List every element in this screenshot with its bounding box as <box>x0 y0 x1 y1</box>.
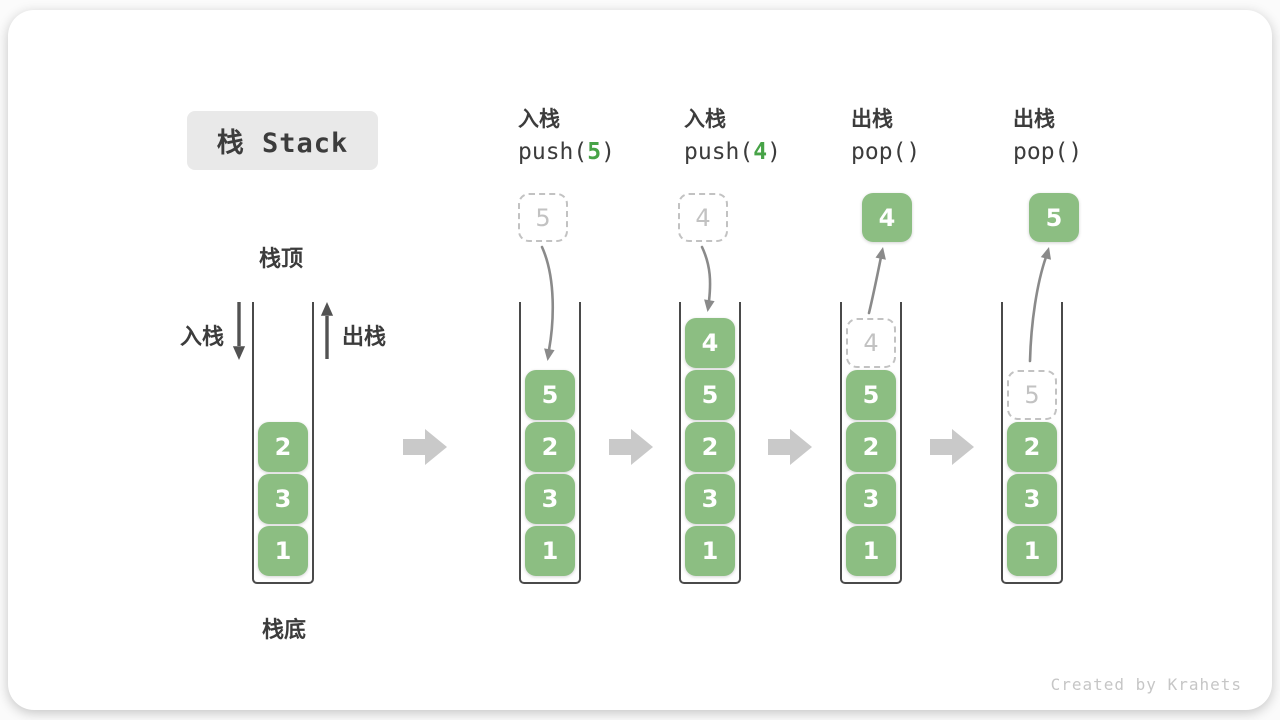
operation-label: 出栈 <box>1013 108 1055 131</box>
stack-cell: 1 <box>258 526 308 576</box>
operation-code-suffix: ) <box>767 139 781 165</box>
pop-direction-label: 出栈 <box>342 324 387 349</box>
stack-cell: 5 <box>525 370 575 420</box>
operation-code: pop() <box>1013 139 1082 165</box>
stack-container <box>252 302 314 584</box>
stack-cell: 2 <box>525 422 575 472</box>
operation-code-prefix: pop() <box>851 139 921 165</box>
watermark: Created by Krahets <box>1050 675 1242 694</box>
stack-cell: 2 <box>685 422 735 472</box>
popped-value-box: 5 <box>1029 193 1079 242</box>
operation-code-prefix: push( <box>518 139 588 165</box>
stack-container <box>840 302 902 584</box>
stack-container <box>519 302 581 584</box>
operation-code: pop() <box>851 139 920 165</box>
stack-cell: 3 <box>685 474 735 524</box>
operation-code: push(4) <box>684 139 781 165</box>
stack-cell: 1 <box>1007 526 1057 576</box>
stack-cell: 2 <box>258 422 308 472</box>
pushed-value-box: 5 <box>518 193 568 242</box>
operation-code-suffix: ) <box>601 139 615 165</box>
stack-cell: 3 <box>525 474 575 524</box>
stack-cell: 2 <box>846 422 896 472</box>
operation-label: 入栈 <box>518 108 560 131</box>
stack-cell: 1 <box>846 526 896 576</box>
push-direction-label: 入栈 <box>179 324 224 349</box>
stack-cell: 1 <box>525 526 575 576</box>
operation-code-arg: 5 <box>587 139 602 165</box>
stack-cell: 3 <box>258 474 308 524</box>
operation-code-prefix: push( <box>684 139 754 165</box>
operation-code-prefix: pop() <box>1013 139 1083 165</box>
popped-value-box: 4 <box>862 193 912 242</box>
pushed-value-box: 4 <box>678 193 728 242</box>
stack-cell: 1 <box>685 526 735 576</box>
stack-cell: 4 <box>685 318 735 368</box>
stack-cell: 3 <box>1007 474 1057 524</box>
stack-cell: 5 <box>846 370 896 420</box>
page-title: 栈 Stack <box>216 128 349 159</box>
stack-cell: 5 <box>685 370 735 420</box>
stack-cell: 3 <box>846 474 896 524</box>
operation-code-arg: 4 <box>753 139 768 165</box>
stack-cell: 2 <box>1007 422 1057 472</box>
stack-container <box>679 302 741 584</box>
stack-bottom-label: 栈底 <box>261 617 306 642</box>
stack-top-label: 栈顶 <box>258 246 303 271</box>
operation-label: 入栈 <box>684 108 726 131</box>
stack-container <box>1001 302 1063 584</box>
operation-label: 出栈 <box>851 108 893 131</box>
operation-code: push(5) <box>518 139 615 165</box>
stack-cell-dashed: 4 <box>846 318 896 368</box>
title-box: 栈 Stack <box>187 111 378 170</box>
stack-cell-dashed: 5 <box>1007 370 1057 420</box>
